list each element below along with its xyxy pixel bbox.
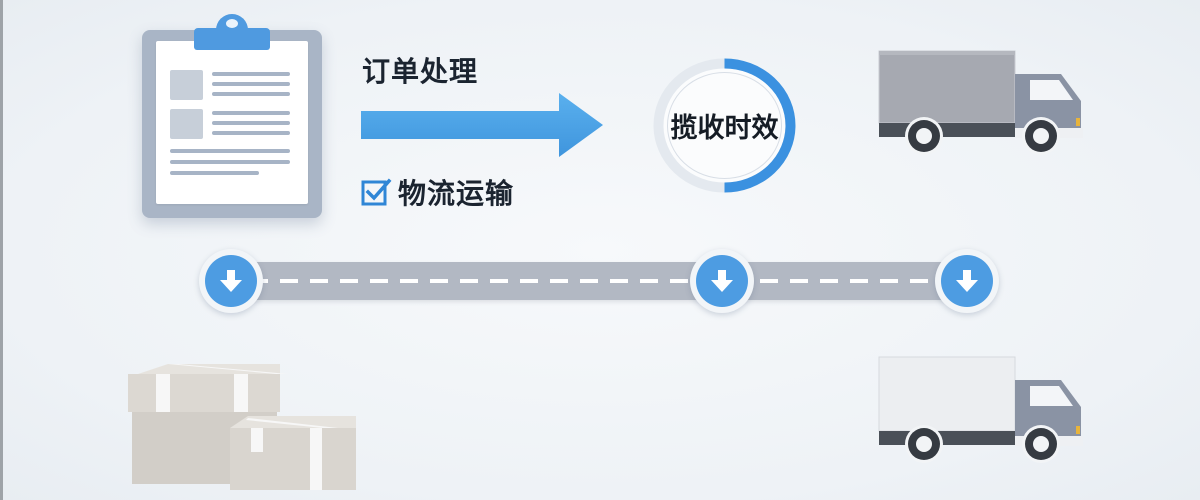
clipboard-text-line: [212, 121, 290, 125]
delivery-truck-icon: [878, 50, 1083, 155]
route-node-middle: [690, 249, 754, 313]
package-boxes-icon: [128, 364, 356, 490]
checkbox-checked-icon: [361, 178, 392, 206]
logistics-transport-label: 物流运输: [398, 177, 515, 210]
progress-ring-icon: [653, 58, 796, 193]
clipboard-text-line: [170, 160, 290, 164]
clipboard-text-line: [170, 149, 290, 153]
pickup-timeliness-label: 揽收时效: [670, 113, 779, 144]
clipboard-text-line: [170, 171, 259, 175]
down-arrow-icon: [956, 270, 978, 292]
clipboard-document-icon: [142, 14, 322, 218]
logistics-transport-item: 物流运输: [360, 172, 514, 212]
clipboard-clip-hole: [226, 19, 238, 28]
clipboard-text-line: [212, 72, 290, 76]
clipboard-text-line: [212, 111, 290, 115]
down-arrow-icon: [220, 270, 242, 292]
arrow-right-icon: [361, 93, 603, 157]
down-arrow-icon: [711, 270, 733, 292]
route-node-end: [935, 249, 999, 313]
delivery-truck-icon: [878, 356, 1083, 463]
order-processing-label: 订单处理: [362, 55, 479, 88]
clipboard-text-line: [212, 92, 290, 96]
pickup-timeliness-ring: 揽收时效: [651, 57, 798, 194]
road-lane-dashes: [250, 279, 950, 283]
route-node-start: [199, 249, 263, 313]
clipboard-clip: [194, 28, 270, 50]
clipboard-thumbnail: [170, 70, 203, 100]
delivery-route-road: [230, 262, 970, 300]
clipboard-text-line: [212, 131, 290, 135]
clipboard-thumbnail: [170, 109, 203, 139]
clipboard-text-line: [212, 82, 290, 86]
left-frame-border: [0, 0, 3, 500]
